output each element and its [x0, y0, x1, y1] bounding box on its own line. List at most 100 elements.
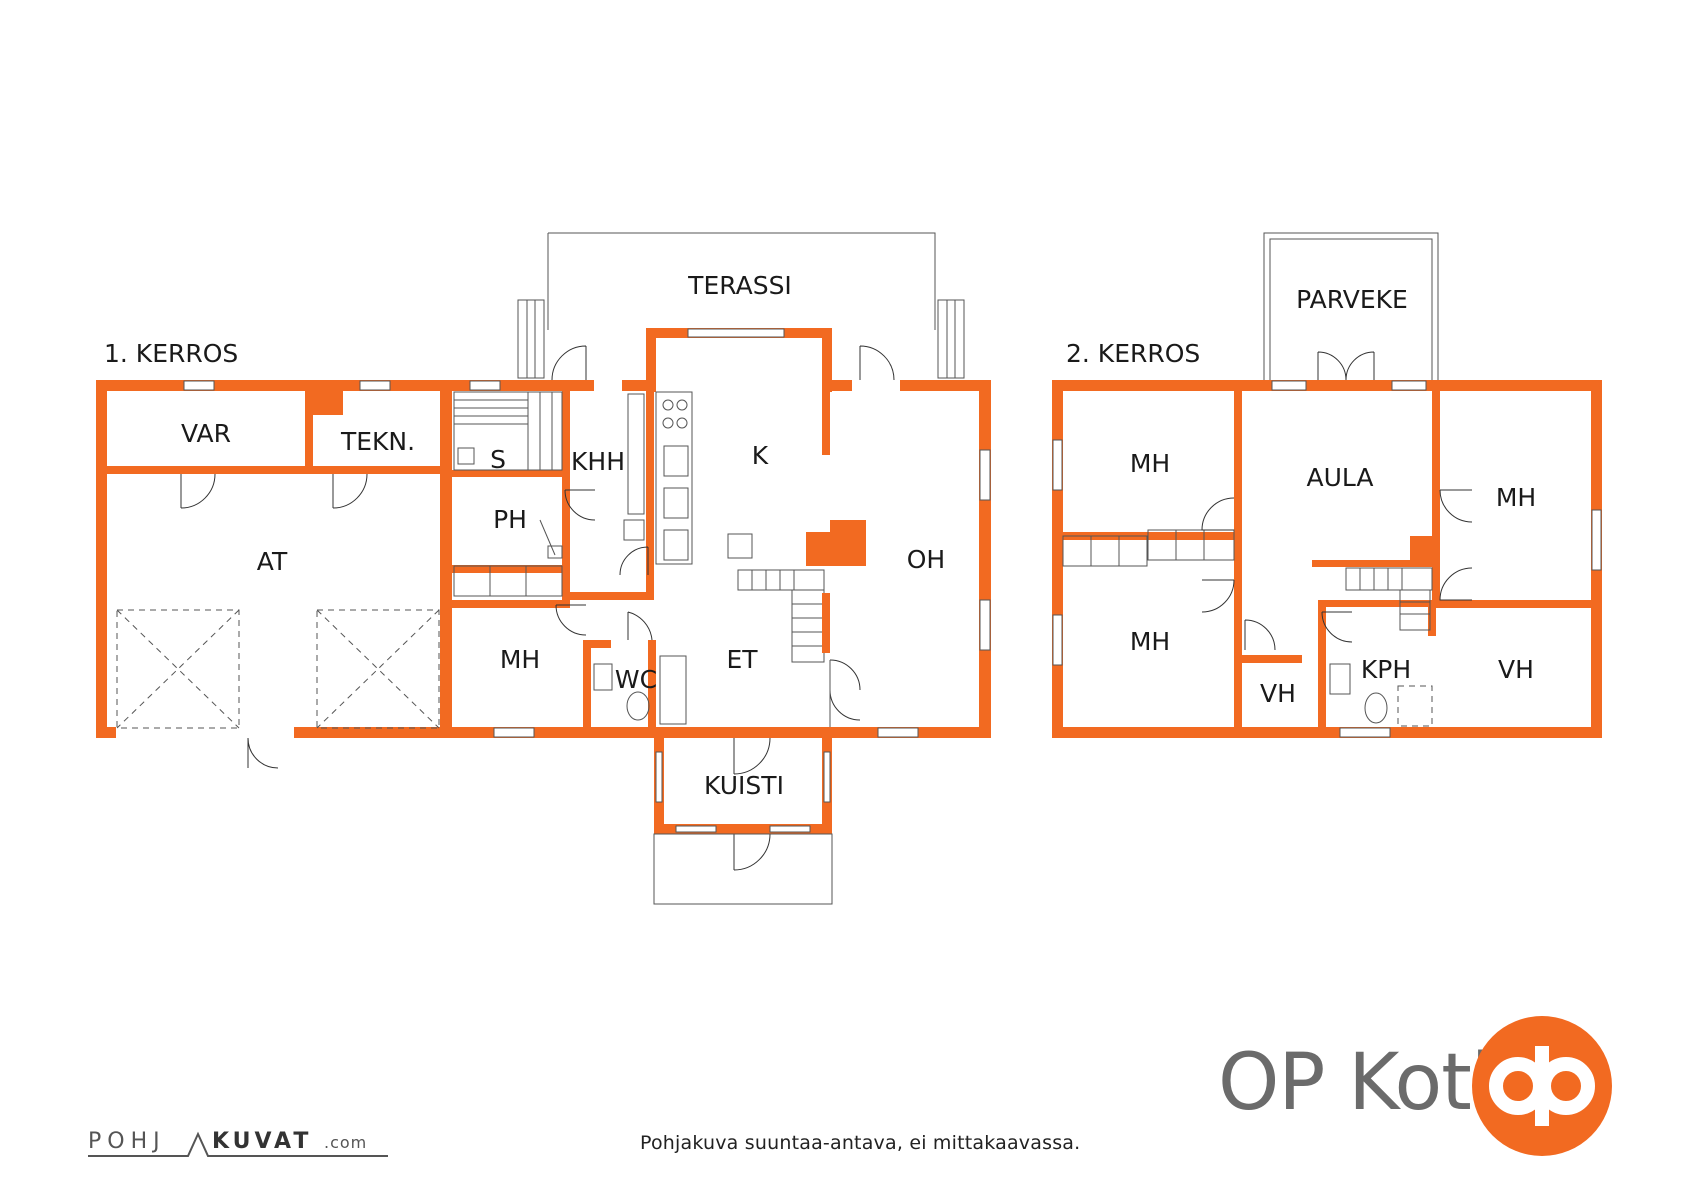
- door-swing: [859, 345, 895, 381]
- wall: [452, 470, 562, 477]
- stairs: [1345, 567, 1433, 591]
- porch-door-swing: [733, 833, 771, 871]
- counter: [627, 393, 645, 515]
- wash-basin: [1329, 663, 1351, 695]
- op-logo-icon: [1472, 1016, 1612, 1156]
- room-label-terassi: TERASSI: [687, 271, 792, 300]
- room-label-parveke: PARVEKE: [1296, 285, 1408, 314]
- wall: [648, 640, 656, 728]
- room-label-tekn: TEKN.: [340, 427, 415, 456]
- window: [979, 449, 991, 501]
- wardrobe: [1062, 535, 1148, 567]
- balcony-door-swing: [1317, 351, 1375, 381]
- wall: [1052, 380, 1602, 391]
- window: [675, 825, 717, 833]
- wall: [452, 600, 570, 608]
- fireplace: [806, 520, 866, 566]
- sauna-bench: [453, 391, 563, 471]
- stairs: [737, 569, 825, 591]
- room-label-at: AT: [257, 547, 288, 576]
- window: [1052, 439, 1063, 491]
- wash-basin: [593, 663, 613, 691]
- pohjakuvat-watermark: POHJ KUVAT .com: [88, 1129, 388, 1157]
- window: [979, 599, 991, 651]
- door-swing: [1321, 611, 1353, 643]
- wall: [440, 380, 594, 391]
- wall: [452, 565, 570, 573]
- wall: [646, 328, 656, 392]
- terrace-post: [517, 299, 545, 379]
- room-label-kuisti: KUISTI: [704, 771, 784, 800]
- wall: [1318, 600, 1326, 736]
- wall: [1318, 600, 1432, 607]
- wall: [452, 470, 482, 477]
- window: [1339, 727, 1391, 738]
- window: [769, 825, 811, 833]
- wall: [96, 727, 116, 738]
- room-label-mh-bottom: MH: [1130, 627, 1170, 656]
- window: [877, 727, 919, 738]
- shower-icon: [547, 545, 563, 559]
- wall: [822, 593, 830, 653]
- steps: [653, 833, 833, 905]
- wall: [583, 640, 591, 728]
- wall: [562, 592, 652, 600]
- wall: [305, 380, 313, 474]
- chimney: [313, 391, 343, 415]
- room-label-vh-small: VH: [1260, 679, 1296, 708]
- wardrobe: [1147, 529, 1235, 561]
- wall: [1432, 600, 1592, 608]
- wall: [1234, 391, 1242, 736]
- stairs: [791, 589, 825, 663]
- room-label-mh: MH: [500, 645, 540, 674]
- washer: [623, 519, 645, 541]
- door-swing: [627, 611, 653, 641]
- room-label-k: K: [752, 441, 769, 470]
- window: [469, 380, 501, 391]
- door-swing: [1201, 579, 1235, 613]
- wall: [294, 727, 446, 738]
- wall: [646, 391, 654, 600]
- shower: [1397, 685, 1433, 727]
- watermark-left: POHJ: [88, 1129, 166, 1154]
- window: [1052, 614, 1063, 666]
- kitchen-counter: [655, 391, 693, 565]
- wall: [96, 380, 446, 391]
- sauna-stove: [457, 447, 475, 465]
- wardrobe: [453, 565, 563, 597]
- watermark-mid: KUVAT: [212, 1129, 312, 1154]
- wall: [654, 824, 832, 834]
- wall: [96, 380, 107, 738]
- room-label-s: S: [490, 445, 506, 474]
- wall: [440, 727, 990, 738]
- cabinet: [659, 655, 687, 725]
- room-label-aula: AULA: [1306, 463, 1373, 492]
- room-label-mh-right: MH: [1496, 483, 1536, 512]
- door-swing: [247, 737, 279, 769]
- wall: [96, 466, 446, 474]
- window: [687, 328, 785, 338]
- wall: [622, 380, 656, 391]
- floor-2: 2. KERROS PARVEKE MH AULA MH MH VH KPH V…: [1052, 232, 1602, 738]
- door-swing: [555, 604, 587, 636]
- watermark-suffix: .com: [324, 1133, 367, 1152]
- brand-name: OP Koti: [1218, 1038, 1492, 1128]
- fridge: [663, 529, 689, 561]
- window: [493, 727, 535, 738]
- window: [359, 380, 391, 391]
- wall: [822, 328, 832, 392]
- floor-1-title: 1. KERROS: [104, 339, 238, 368]
- window: [655, 751, 663, 803]
- terrace-outline: [548, 232, 936, 330]
- wall: [822, 391, 830, 455]
- room-label-vh-right: VH: [1498, 655, 1534, 684]
- room-label-wc: WC: [615, 665, 657, 694]
- toilet-icon: [1364, 692, 1388, 724]
- wall: [822, 380, 852, 391]
- door-swing: [1439, 567, 1473, 601]
- wall: [1052, 727, 1602, 738]
- room-label-ph: PH: [493, 505, 527, 534]
- entry-door-swing: [733, 737, 771, 775]
- door-swing: [551, 345, 587, 381]
